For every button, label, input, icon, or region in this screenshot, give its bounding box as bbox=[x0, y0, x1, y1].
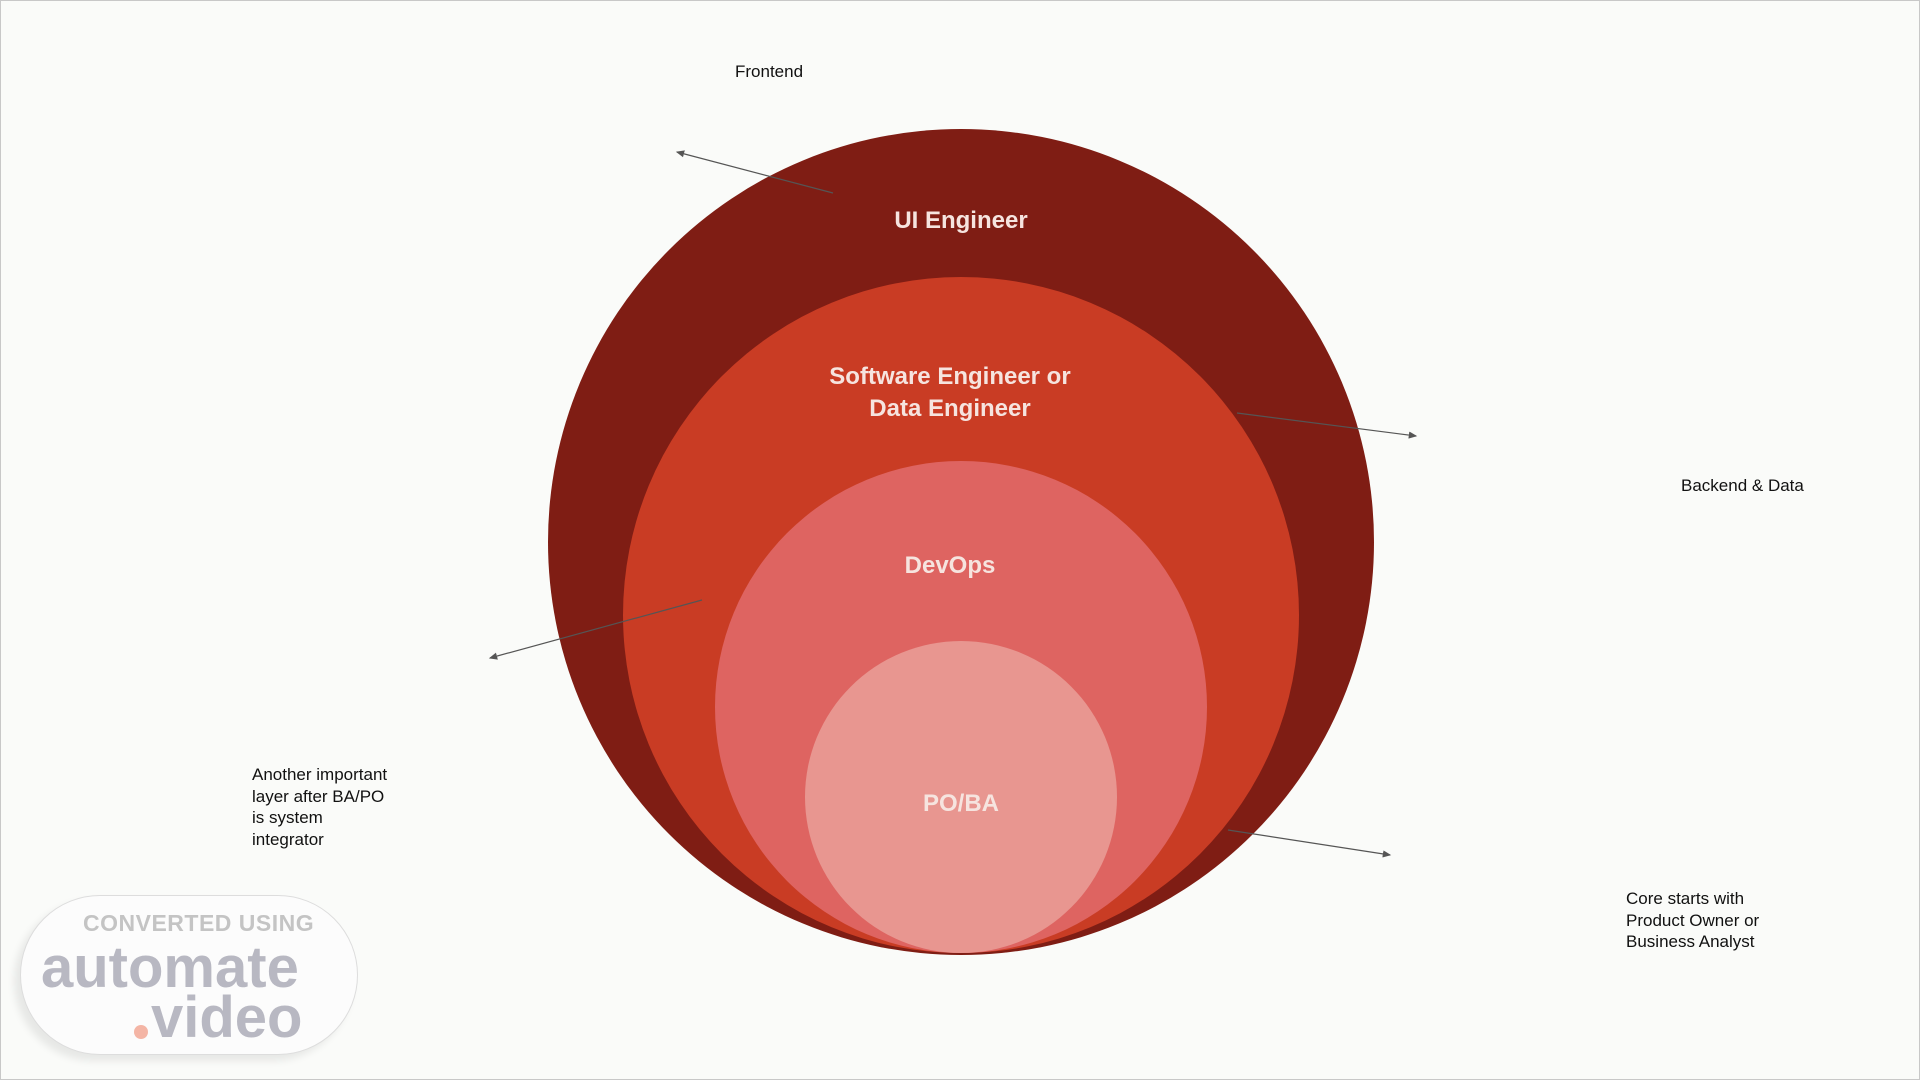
annotation-integrator: Another important layer after BA/PO is s… bbox=[252, 764, 387, 850]
label-po-ba: PO/BA bbox=[923, 790, 999, 817]
watermark-logo-text-video: video bbox=[151, 985, 303, 1050]
watermark-logo-text: automate bbox=[41, 935, 299, 1000]
annotation-line: Business Analyst bbox=[1626, 932, 1755, 951]
annotation-core: Core starts with Product Owner or Busine… bbox=[1626, 888, 1759, 953]
arrow-frontend bbox=[675, 150, 834, 194]
annotation-line: Another important bbox=[252, 765, 388, 784]
arrow-backend bbox=[1236, 412, 1418, 439]
watermark-text: CONVERTED USING bbox=[83, 910, 315, 936]
annotation-line: is system bbox=[252, 808, 323, 827]
annotation-backend: Backend & Data bbox=[1681, 476, 1804, 495]
watermark-dot-icon bbox=[134, 1025, 148, 1039]
arrow-core bbox=[1227, 829, 1392, 858]
annotation-frontend: Frontend bbox=[735, 62, 804, 81]
label-devops: DevOps bbox=[905, 552, 996, 579]
annotation-line: Core starts with bbox=[1626, 889, 1745, 908]
arrow-integrator bbox=[488, 599, 703, 660]
label-ui-engineer: UI Engineer bbox=[894, 207, 1027, 234]
watermark-badge: CONVERTED USING automate video bbox=[20, 895, 358, 1055]
label-software-engineer-line1: Software Engineer or bbox=[829, 363, 1070, 390]
annotation-line: integrator bbox=[252, 829, 324, 849]
label-software-engineer-line2: Data Engineer bbox=[869, 395, 1030, 422]
annotation-line: Product Owner or bbox=[1626, 910, 1760, 930]
layer-po-ba-circle bbox=[805, 641, 1117, 953]
annotation-line: layer after BA/PO bbox=[252, 786, 385, 806]
